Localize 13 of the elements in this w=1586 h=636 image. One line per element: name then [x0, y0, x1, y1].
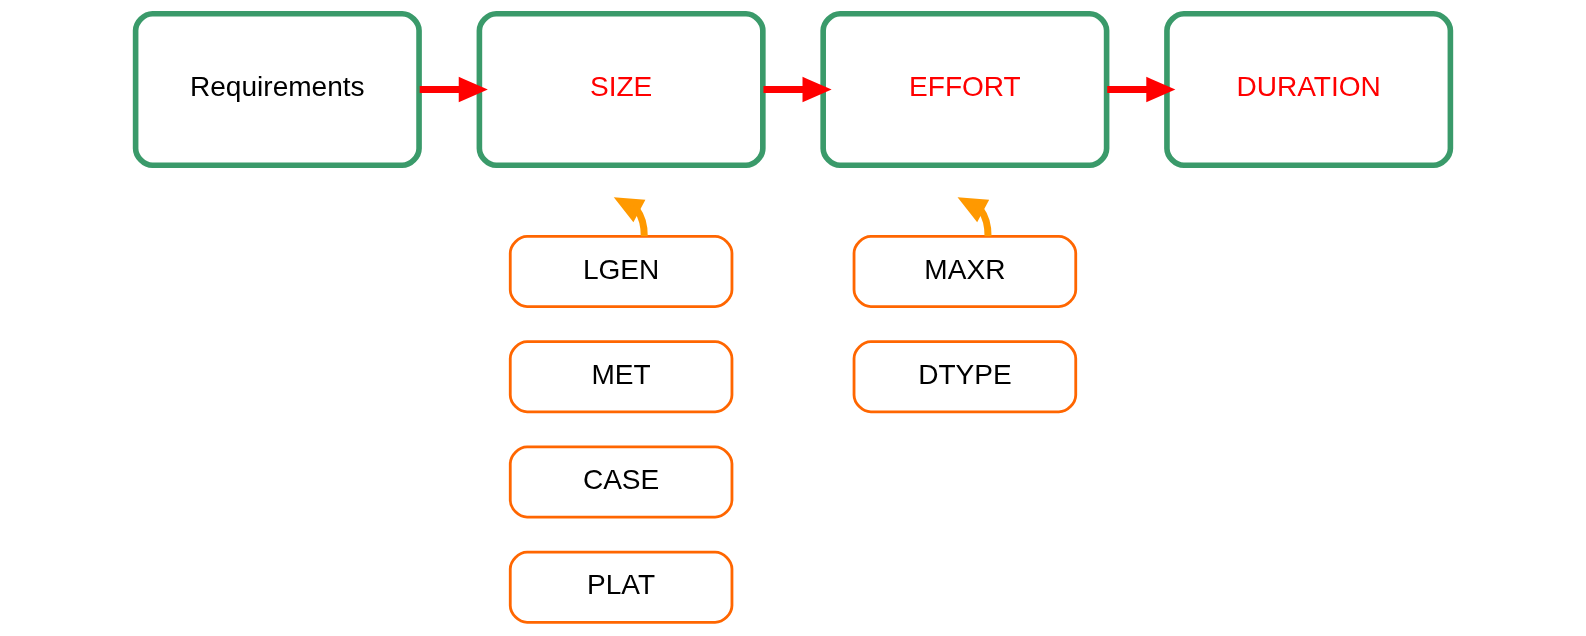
node-box: EFFORT [820, 10, 1110, 169]
node-box: MAXR [852, 235, 1078, 308]
arrow [613, 197, 648, 237]
node-box: LGEN [508, 235, 734, 308]
node-box: MET [508, 340, 734, 414]
node-box: DTYPE [852, 340, 1078, 414]
node-box: CASE [508, 445, 734, 519]
node-box: DURATION [1164, 10, 1454, 169]
node-box: PLAT [508, 550, 734, 624]
node-box: Requirements [132, 10, 422, 169]
arrow [957, 197, 992, 237]
arrow [419, 76, 488, 103]
node-box: SIZE [476, 10, 766, 169]
